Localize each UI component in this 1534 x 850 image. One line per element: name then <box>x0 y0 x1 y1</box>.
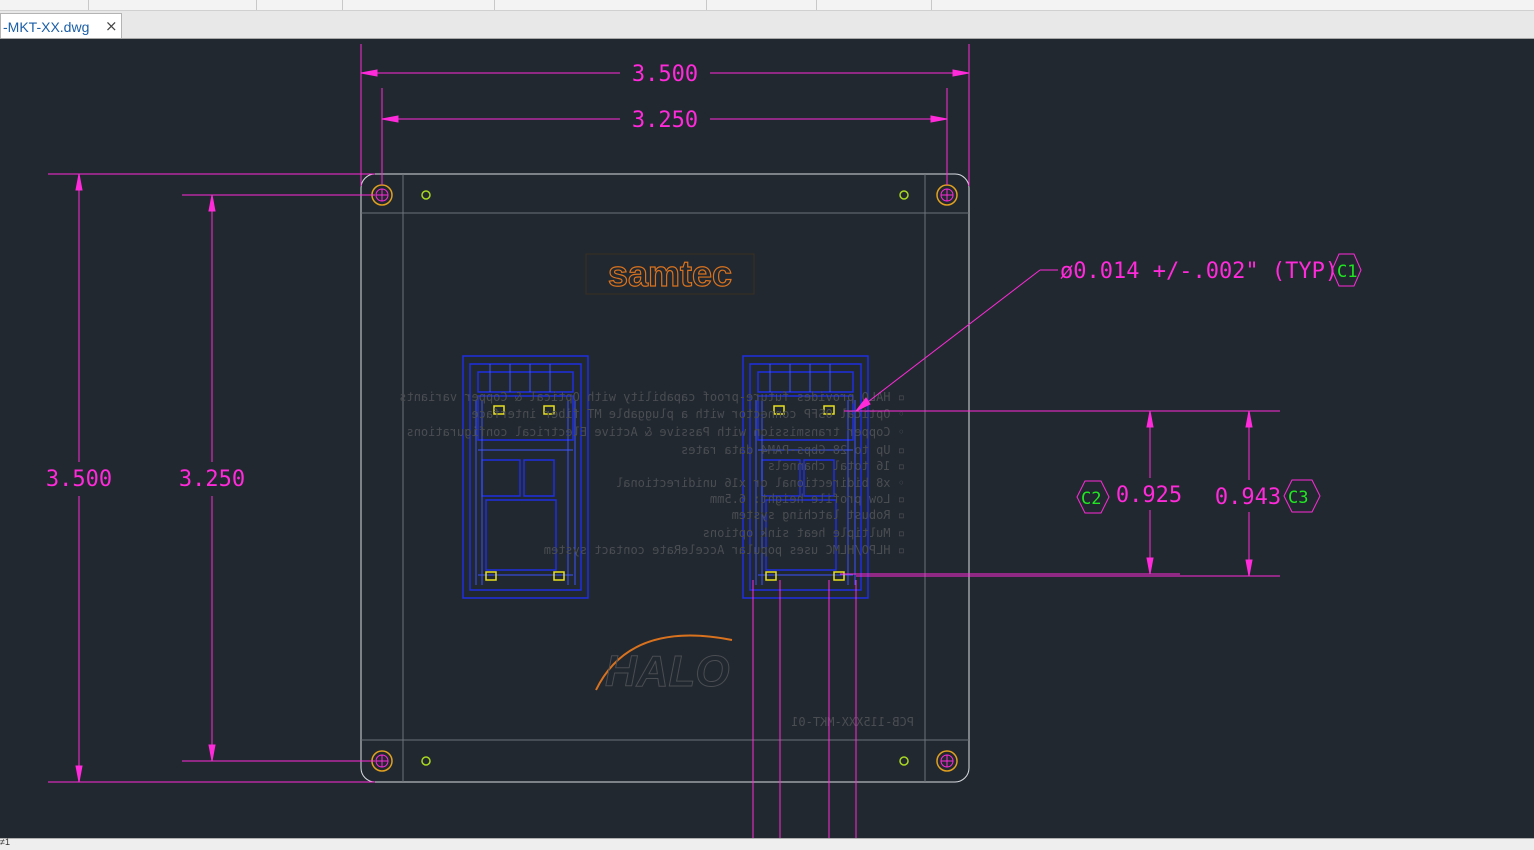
board-guide-lines <box>361 174 969 782</box>
file-tab-bar: -MKT-XX.dwg × <box>0 11 1534 39</box>
menu-separator <box>88 0 89 10</box>
file-tab-label: -MKT-XX.dwg <box>3 19 90 35</box>
silkscreen-line: ◦ x8 bidirectional or x16 unidirectional <box>616 476 905 490</box>
board-outline <box>360 173 970 783</box>
dimension-overall-width <box>360 44 970 186</box>
silkscreen-line: ▫ 16 total channels <box>768 459 905 473</box>
callout-c3: C3 <box>1283 479 1321 513</box>
connector-footprint-right <box>742 355 869 599</box>
dimension-c2 <box>840 410 1280 575</box>
drawing-canvas[interactable]: samtec <box>0 39 1534 838</box>
dimension-c3-text: 0.943 <box>1215 485 1281 510</box>
menu-separator <box>256 0 257 10</box>
callout-c1-text: C1 <box>1337 262 1357 282</box>
menu-separator <box>816 0 817 10</box>
silkscreen-line: ◦ Optical OSFP connector with a pluggabl… <box>472 407 905 421</box>
dimension-hole-spacing-y <box>182 194 375 762</box>
menu-separator <box>342 0 343 10</box>
part-number: PCB-115XXX-MKT-01 <box>791 715 914 729</box>
dimension-hole-spacing-x-text: 3.250 <box>632 108 698 133</box>
dimension-c2-text: 0.925 <box>1116 483 1182 508</box>
menu-separator <box>706 0 707 10</box>
mounting-hole <box>936 184 958 206</box>
callout-c1: C1 <box>1331 253 1362 287</box>
menu-separator <box>494 0 495 10</box>
samtec-logo: samtec <box>585 252 755 295</box>
samtec-logo-text: samtec <box>608 253 732 294</box>
callout-c3-text: C3 <box>1288 488 1308 508</box>
hole-note-leader <box>855 269 1058 412</box>
dimension-c3 <box>856 410 1280 577</box>
menu-separator <box>931 0 932 10</box>
halo-logo-text: HALO <box>605 647 730 696</box>
dimension-overall-height <box>48 173 375 783</box>
silkscreen-line: ▫ Up to 28 Gbps-PAM4 data rates <box>681 443 905 457</box>
dimension-hole-spacing-x <box>381 88 948 185</box>
silkscreen-text-block: ▫ HALO provides future-proof capability … <box>399 390 905 557</box>
mounting-hole <box>936 750 958 772</box>
silkscreen-line: ◦ Copper transmission with Passive & Act… <box>407 425 906 439</box>
silkscreen-line: ▫ Multiple heat sink options <box>703 526 905 540</box>
status-bar: ≠1 <box>0 837 1534 850</box>
extension-lines <box>752 580 857 838</box>
silkscreen-line: ▫ HALO provides future-proof capability … <box>399 390 905 404</box>
menu-bar <box>0 0 1534 11</box>
part-number-text: PCB-115XXX-MKT-01 <box>791 715 914 729</box>
halo-logo: HALO <box>595 634 733 697</box>
file-tab[interactable]: -MKT-XX.dwg × <box>0 13 122 38</box>
dimension-overall-height-text: 3.500 <box>46 467 112 492</box>
status-text: ≠1 <box>0 837 10 847</box>
callout-c2-text: C2 <box>1081 489 1101 509</box>
dimension-overall-width-text: 3.500 <box>632 62 698 87</box>
silkscreen-line: ▫ Low profile height: 6.5mm <box>710 492 905 506</box>
hole-note-text: ø0.014 +/-.002" (TYP) <box>1060 259 1338 284</box>
silkscreen-line: ▫ HLPO/HLMC uses popular AcceleRate cont… <box>544 543 905 557</box>
connector-footprint-left <box>462 355 589 599</box>
dimension-hole-spacing-y-text: 3.250 <box>179 467 245 492</box>
callout-c2: C2 <box>1076 480 1110 514</box>
close-icon[interactable]: × <box>105 17 118 35</box>
via-markers <box>421 190 909 766</box>
silkscreen-line: ▫ Robust latching system <box>732 508 905 522</box>
